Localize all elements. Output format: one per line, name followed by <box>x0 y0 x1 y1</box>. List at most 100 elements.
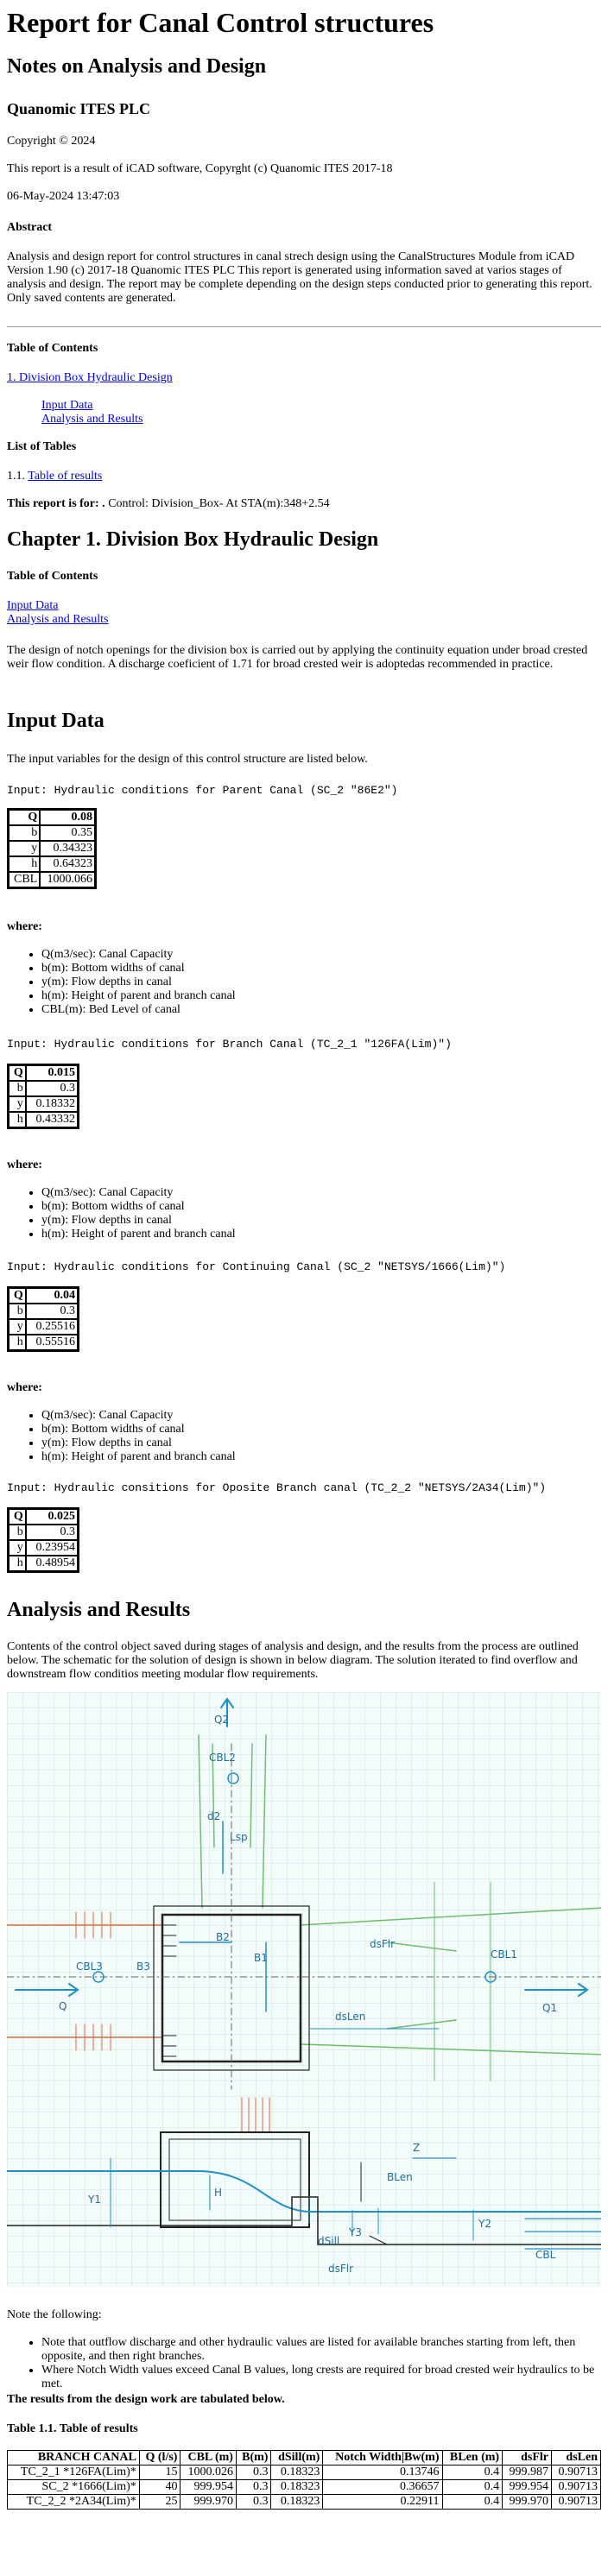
kv-key: Q <box>9 1065 26 1081</box>
table-cell: 0.90713 <box>551 2479 601 2495</box>
abstract-heading: Abstract <box>7 221 53 234</box>
results-caption: Table 1.1. Table of results <box>7 2422 138 2435</box>
list-item: y(m): Flow depths in canal <box>41 1214 236 1228</box>
software-note: This report is a result of iCAD software… <box>7 162 393 175</box>
note-heading: Note the following: <box>7 2308 102 2321</box>
report-for-label: This report is for: . <box>7 497 105 510</box>
list-item: Q(m3/sec): Canal Capacity <box>41 1186 236 1200</box>
results-header-cell: B(m) <box>235 2450 272 2466</box>
kv-value: 0.025 <box>25 1509 78 1525</box>
label-y1: Y1 <box>87 2194 101 2206</box>
list-item: b(m): Bottom widths of canal <box>41 962 236 975</box>
list-item: b(m): Bottom widths of canal <box>41 1423 236 1436</box>
table-cell: 25 <box>138 2494 181 2510</box>
kv-key: b <box>9 1304 26 1319</box>
division-box-schematic: Q2 CBL2 d2 Lsp B2 B1 dsFlr CBL1 Q1 CBL3 … <box>7 1692 601 2288</box>
table-cell: 1000.026 <box>180 2465 237 2480</box>
table-cell: 0.4 <box>441 2465 504 2480</box>
section-labels: BLen Y1 H Y3 Y2 dSill dsFlr Z CBL <box>87 2142 556 2275</box>
table-cell: TC_2_2 *2A34(Lim)* <box>7 2494 140 2510</box>
table-cell: 0.90713 <box>551 2465 601 2480</box>
branch-legend: Q(m3/sec): Canal Capacityb(m): Bottom wi… <box>7 1186 236 1241</box>
kv-value: 0.23954 <box>25 1540 78 1556</box>
parent-caption: Input: Hydraulic conditions for Parent C… <box>7 784 398 797</box>
lot-link-results[interactable]: Table of results <box>28 470 103 483</box>
kv-key: h <box>9 1556 26 1571</box>
analysis-heading: Analysis and Results <box>7 1599 191 1621</box>
label-lsp: Lsp <box>230 1831 248 1843</box>
table-cell: 0.13746 <box>322 2465 443 2480</box>
label-cbl3: CBL3 <box>76 1960 103 1973</box>
kv-key: y <box>9 841 41 856</box>
table-cell: 0.18323 <box>270 2465 324 2480</box>
toc-link-chapter-1[interactable]: 1. Division Box Hydraulic Design <box>7 371 173 384</box>
analysis-intro: Contents of the control object saved dur… <box>7 1640 579 1681</box>
kv-value: 0.55516 <box>25 1335 78 1350</box>
toc-link-input-data[interactable]: Input Data <box>41 399 93 412</box>
notes-list: Note that outflow discharge and other hy… <box>7 2336 601 2391</box>
kv-value: 0.015 <box>25 1065 78 1081</box>
label-cbl: CBL <box>535 2249 556 2261</box>
branch-caption: Input: Hydraulic conditions for Branch C… <box>7 1038 452 1051</box>
kv-key: y <box>9 1319 26 1335</box>
list-item: y(m): Flow depths in canal <box>41 975 236 989</box>
table-cell: 999.970 <box>502 2494 552 2510</box>
kv-value: 0.3 <box>25 1525 78 1540</box>
label-b1: B1 <box>254 1952 268 1964</box>
label-q2: Q2 <box>214 1714 229 1726</box>
continuing-legend: Q(m3/sec): Canal Capacityb(m): Bottom wi… <box>7 1409 236 1464</box>
section-view <box>7 2131 601 2250</box>
label-y2: Y2 <box>478 2218 491 2230</box>
table-cell: 0.90713 <box>551 2494 601 2510</box>
table-cell: 0.4 <box>441 2479 504 2495</box>
label-d2: d2 <box>207 1810 220 1822</box>
results-header-cell: BLen (m) <box>441 2450 504 2466</box>
table-cell: 999.954 <box>502 2479 552 2495</box>
report-date: 06-May-2024 13:47:03 <box>7 190 120 203</box>
chapter-link-input-data[interactable]: Input Data <box>7 599 59 612</box>
chapter-intro: The design of notch openings for the div… <box>7 644 588 671</box>
report-title: Report for Canal Control structures <box>7 7 434 38</box>
label-dslen: dsLen <box>335 2011 365 2023</box>
table-cell: 0.36657 <box>322 2479 443 2495</box>
kv-value: 0.35 <box>40 825 95 841</box>
chapter-link-analysis[interactable]: Analysis and Results <box>7 613 109 626</box>
report-subtitle: Notes on Analysis and Design <box>7 55 267 78</box>
table-cell: 0.3 <box>235 2479 272 2495</box>
kv-key: h <box>9 856 41 872</box>
list-item: CBL(m): Bed Level of canal <box>41 1003 236 1017</box>
input-heading: Input Data <box>7 710 104 732</box>
toc-link-analysis[interactable]: Analysis and Results <box>41 413 143 426</box>
table-cell: SC_2 *1666(Lim)* <box>7 2479 140 2495</box>
list-item: Where Notch Width values exceed Canal B … <box>41 2364 601 2391</box>
label-blen: BLen <box>387 2171 413 2183</box>
toc-heading: Table of Contents <box>7 342 98 355</box>
kv-value: 0.08 <box>40 810 95 825</box>
label-z: Z <box>413 2142 420 2154</box>
copyright-text: Copyright © 2024 <box>7 135 96 148</box>
table-cell: 0.3 <box>235 2465 272 2480</box>
results-header-cell: CBL (m) <box>180 2450 237 2466</box>
results-header-cell: Q (l/s) <box>138 2450 181 2466</box>
list-item: Q(m3/sec): Canal Capacity <box>41 1409 236 1423</box>
kv-key: h <box>9 1112 26 1127</box>
label-q: Q <box>59 2000 66 2012</box>
abstract-text: Analysis and design report for control s… <box>7 250 592 305</box>
label-h: H <box>214 2187 222 2199</box>
label-dsill: dSill <box>318 2235 339 2247</box>
results-header-cell: dSill(m) <box>270 2450 324 2466</box>
continuing-caption: Input: Hydraulic conditions for Continui… <box>7 1260 506 1273</box>
